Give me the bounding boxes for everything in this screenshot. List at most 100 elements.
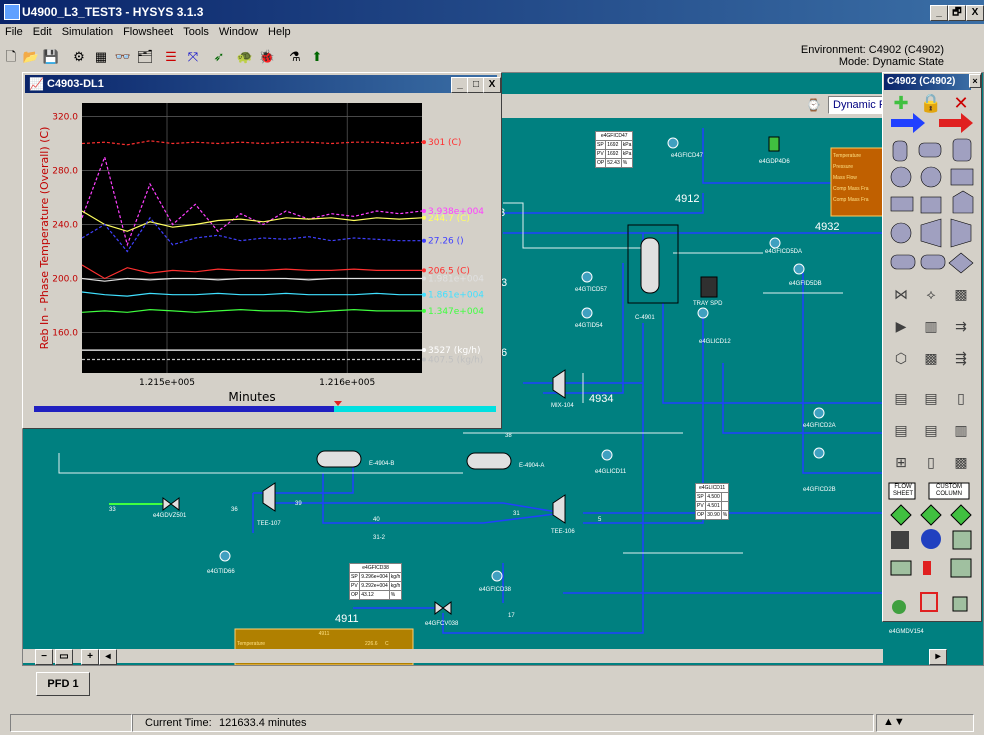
current-time-label: Current Time: bbox=[145, 717, 212, 729]
controller-label: e4GDP4D6 bbox=[759, 159, 790, 165]
menu-file[interactable]: File bbox=[5, 26, 23, 38]
solver-arrows-icon[interactable]: ▲▼ bbox=[883, 716, 905, 728]
stream-number[interactable]: 4932 bbox=[815, 221, 840, 233]
up-arrow-icon[interactable]: ⬆ bbox=[311, 49, 323, 64]
minimize-button[interactable]: _ bbox=[930, 5, 948, 21]
scroll-left-button[interactable]: ◂ bbox=[99, 649, 117, 665]
controller-icon bbox=[601, 449, 613, 461]
menu-simulation[interactable]: Simulation bbox=[61, 26, 114, 38]
legend-marker bbox=[422, 348, 426, 353]
dynamic-mode-icon[interactable]: 🐢 bbox=[236, 49, 254, 64]
open-folder-icon[interactable]: 📂 bbox=[22, 49, 40, 64]
integrator-icon[interactable]: 🐞 bbox=[258, 49, 276, 64]
dynamic-mode-field[interactable]: Dynamic F bbox=[828, 96, 890, 114]
controller-label: e4GFICD5DA bbox=[765, 249, 803, 255]
pfd-icon[interactable]: ☰ bbox=[165, 49, 177, 64]
set-icon bbox=[890, 560, 912, 576]
steady-state-icon[interactable]: ➶ bbox=[213, 49, 225, 64]
stream-number[interactable]: 4911 bbox=[335, 613, 359, 625]
fp-cell: kPa bbox=[620, 149, 634, 159]
chart-close-button[interactable]: X bbox=[483, 77, 501, 93]
stream-box-name: 4911 bbox=[318, 631, 330, 637]
stream-number[interactable]: 4934 bbox=[589, 393, 614, 405]
expander-icon bbox=[950, 218, 972, 248]
chart-minimize-button[interactable]: _ bbox=[451, 77, 469, 93]
fp-cell: % bbox=[388, 590, 403, 600]
signal-line bbox=[58, 453, 463, 474]
controller-icon bbox=[813, 447, 825, 459]
chart-window-title: C4903-DL1 bbox=[47, 78, 104, 90]
stream-number[interactable]: 4912 bbox=[675, 193, 700, 205]
fp-cell: 4.500 bbox=[705, 492, 722, 502]
tab-pfd-1[interactable]: PFD 1 bbox=[36, 672, 90, 696]
fp-cell: 9.296e+004 bbox=[359, 572, 390, 582]
property-item: Pressure bbox=[833, 164, 854, 170]
tray-spd-icon bbox=[700, 276, 718, 298]
status-panel-time: Current Time: 121633.4 minutes bbox=[132, 714, 874, 732]
controller-label: e4GFICD38 bbox=[479, 587, 512, 593]
clock-icon[interactable]: ⌚ bbox=[806, 98, 821, 112]
status-panel-left bbox=[10, 714, 132, 732]
scroll-right-button[interactable]: ▸ bbox=[929, 649, 947, 665]
stream-number[interactable]: 6 bbox=[501, 347, 508, 359]
chart-window-titlebar[interactable]: 📈 C4903-DL1 _ □ X bbox=[25, 75, 501, 93]
gibbs-reactor-icon: ⇶ bbox=[955, 351, 967, 367]
refluxed-absorber-icon: ▤ bbox=[924, 391, 937, 407]
y-tick-label: 240.0 bbox=[52, 221, 78, 231]
controller-icon bbox=[581, 307, 593, 319]
zoom-out-button[interactable]: − bbox=[35, 649, 53, 665]
save-icon[interactable]: 💾 bbox=[42, 49, 60, 64]
binoculars-icon[interactable]: 👓 bbox=[114, 49, 132, 64]
y-tick-label: 160.0 bbox=[52, 329, 78, 339]
palette-title: C4902 (C4902) bbox=[884, 74, 971, 90]
stream-line bbox=[543, 263, 624, 394]
close-button[interactable]: X bbox=[966, 5, 984, 21]
stream-label: 40 bbox=[373, 517, 380, 523]
menu-help[interactable]: Help bbox=[268, 26, 291, 38]
menu-edit[interactable]: Edit bbox=[32, 26, 52, 38]
palette-close-button[interactable]: × bbox=[969, 74, 981, 88]
zoom-fit-button[interactable]: ▭ bbox=[55, 649, 73, 665]
flask-icon[interactable]: ⚗ bbox=[289, 49, 301, 64]
lock-icon: 🔒 bbox=[920, 93, 942, 114]
compressible-pipe-icon bbox=[920, 254, 946, 270]
object-navigator-icon[interactable]: 🗂 bbox=[136, 49, 154, 64]
environment-info: Environment: C4902 (C4902) Mode: Dynamic… bbox=[801, 44, 944, 68]
fp-cell bbox=[720, 501, 730, 511]
stream-line bbox=[503, 193, 704, 214]
fp-cell: OP bbox=[348, 590, 361, 600]
legend-marker bbox=[422, 209, 426, 213]
zoom-in-button[interactable]: + bbox=[81, 649, 99, 665]
controller-label: e4GFICD2B bbox=[803, 487, 836, 493]
stream-number[interactable]: 3 bbox=[499, 207, 506, 219]
restore-button[interactable]: 🗗 bbox=[948, 5, 966, 21]
custom-column-label[interactable]: CUSTOM COLUMN bbox=[935, 484, 962, 497]
flow-sheet-label[interactable]: FLOW SHEET bbox=[892, 484, 913, 497]
legend-marker bbox=[422, 308, 426, 313]
fp-cell: 1692 bbox=[605, 149, 622, 159]
menu-flowsheet[interactable]: Flowsheet bbox=[123, 26, 174, 38]
stream-number[interactable]: 3 bbox=[501, 277, 508, 289]
three-phase-icon: ▤ bbox=[924, 423, 937, 439]
logic-icon bbox=[890, 504, 912, 526]
palette-icons[interactable]: ✚ 🔒 ✕ ⋈ ⟡ ▩ ▶ ▥ bbox=[883, 73, 981, 621]
workbook-icon[interactable]: ⚙ bbox=[73, 49, 85, 64]
horizontal-scrollbar[interactable]: − ▭ + ◂ ▸ bbox=[23, 649, 947, 665]
legend-label: 244.7 (C) bbox=[428, 214, 470, 224]
new-file-icon[interactable]: 🗋 bbox=[5, 49, 17, 64]
menu-tools[interactable]: Tools bbox=[183, 26, 209, 38]
absorber-icon: ▤ bbox=[894, 391, 907, 407]
object-palette[interactable]: C4902 (C4902) × ✚ 🔒 ✕ ⋈ bbox=[882, 72, 982, 622]
controller-faceplate-icon[interactable]: ⤧ bbox=[187, 49, 199, 64]
faceplate-tag: e4GLICD11 bbox=[694, 483, 730, 493]
databook-icon[interactable]: ▦ bbox=[94, 49, 108, 64]
menu-window[interactable]: Window bbox=[218, 26, 259, 38]
air-cooler-icon bbox=[952, 190, 974, 214]
controller-label: e4GFID5DB bbox=[789, 281, 822, 287]
